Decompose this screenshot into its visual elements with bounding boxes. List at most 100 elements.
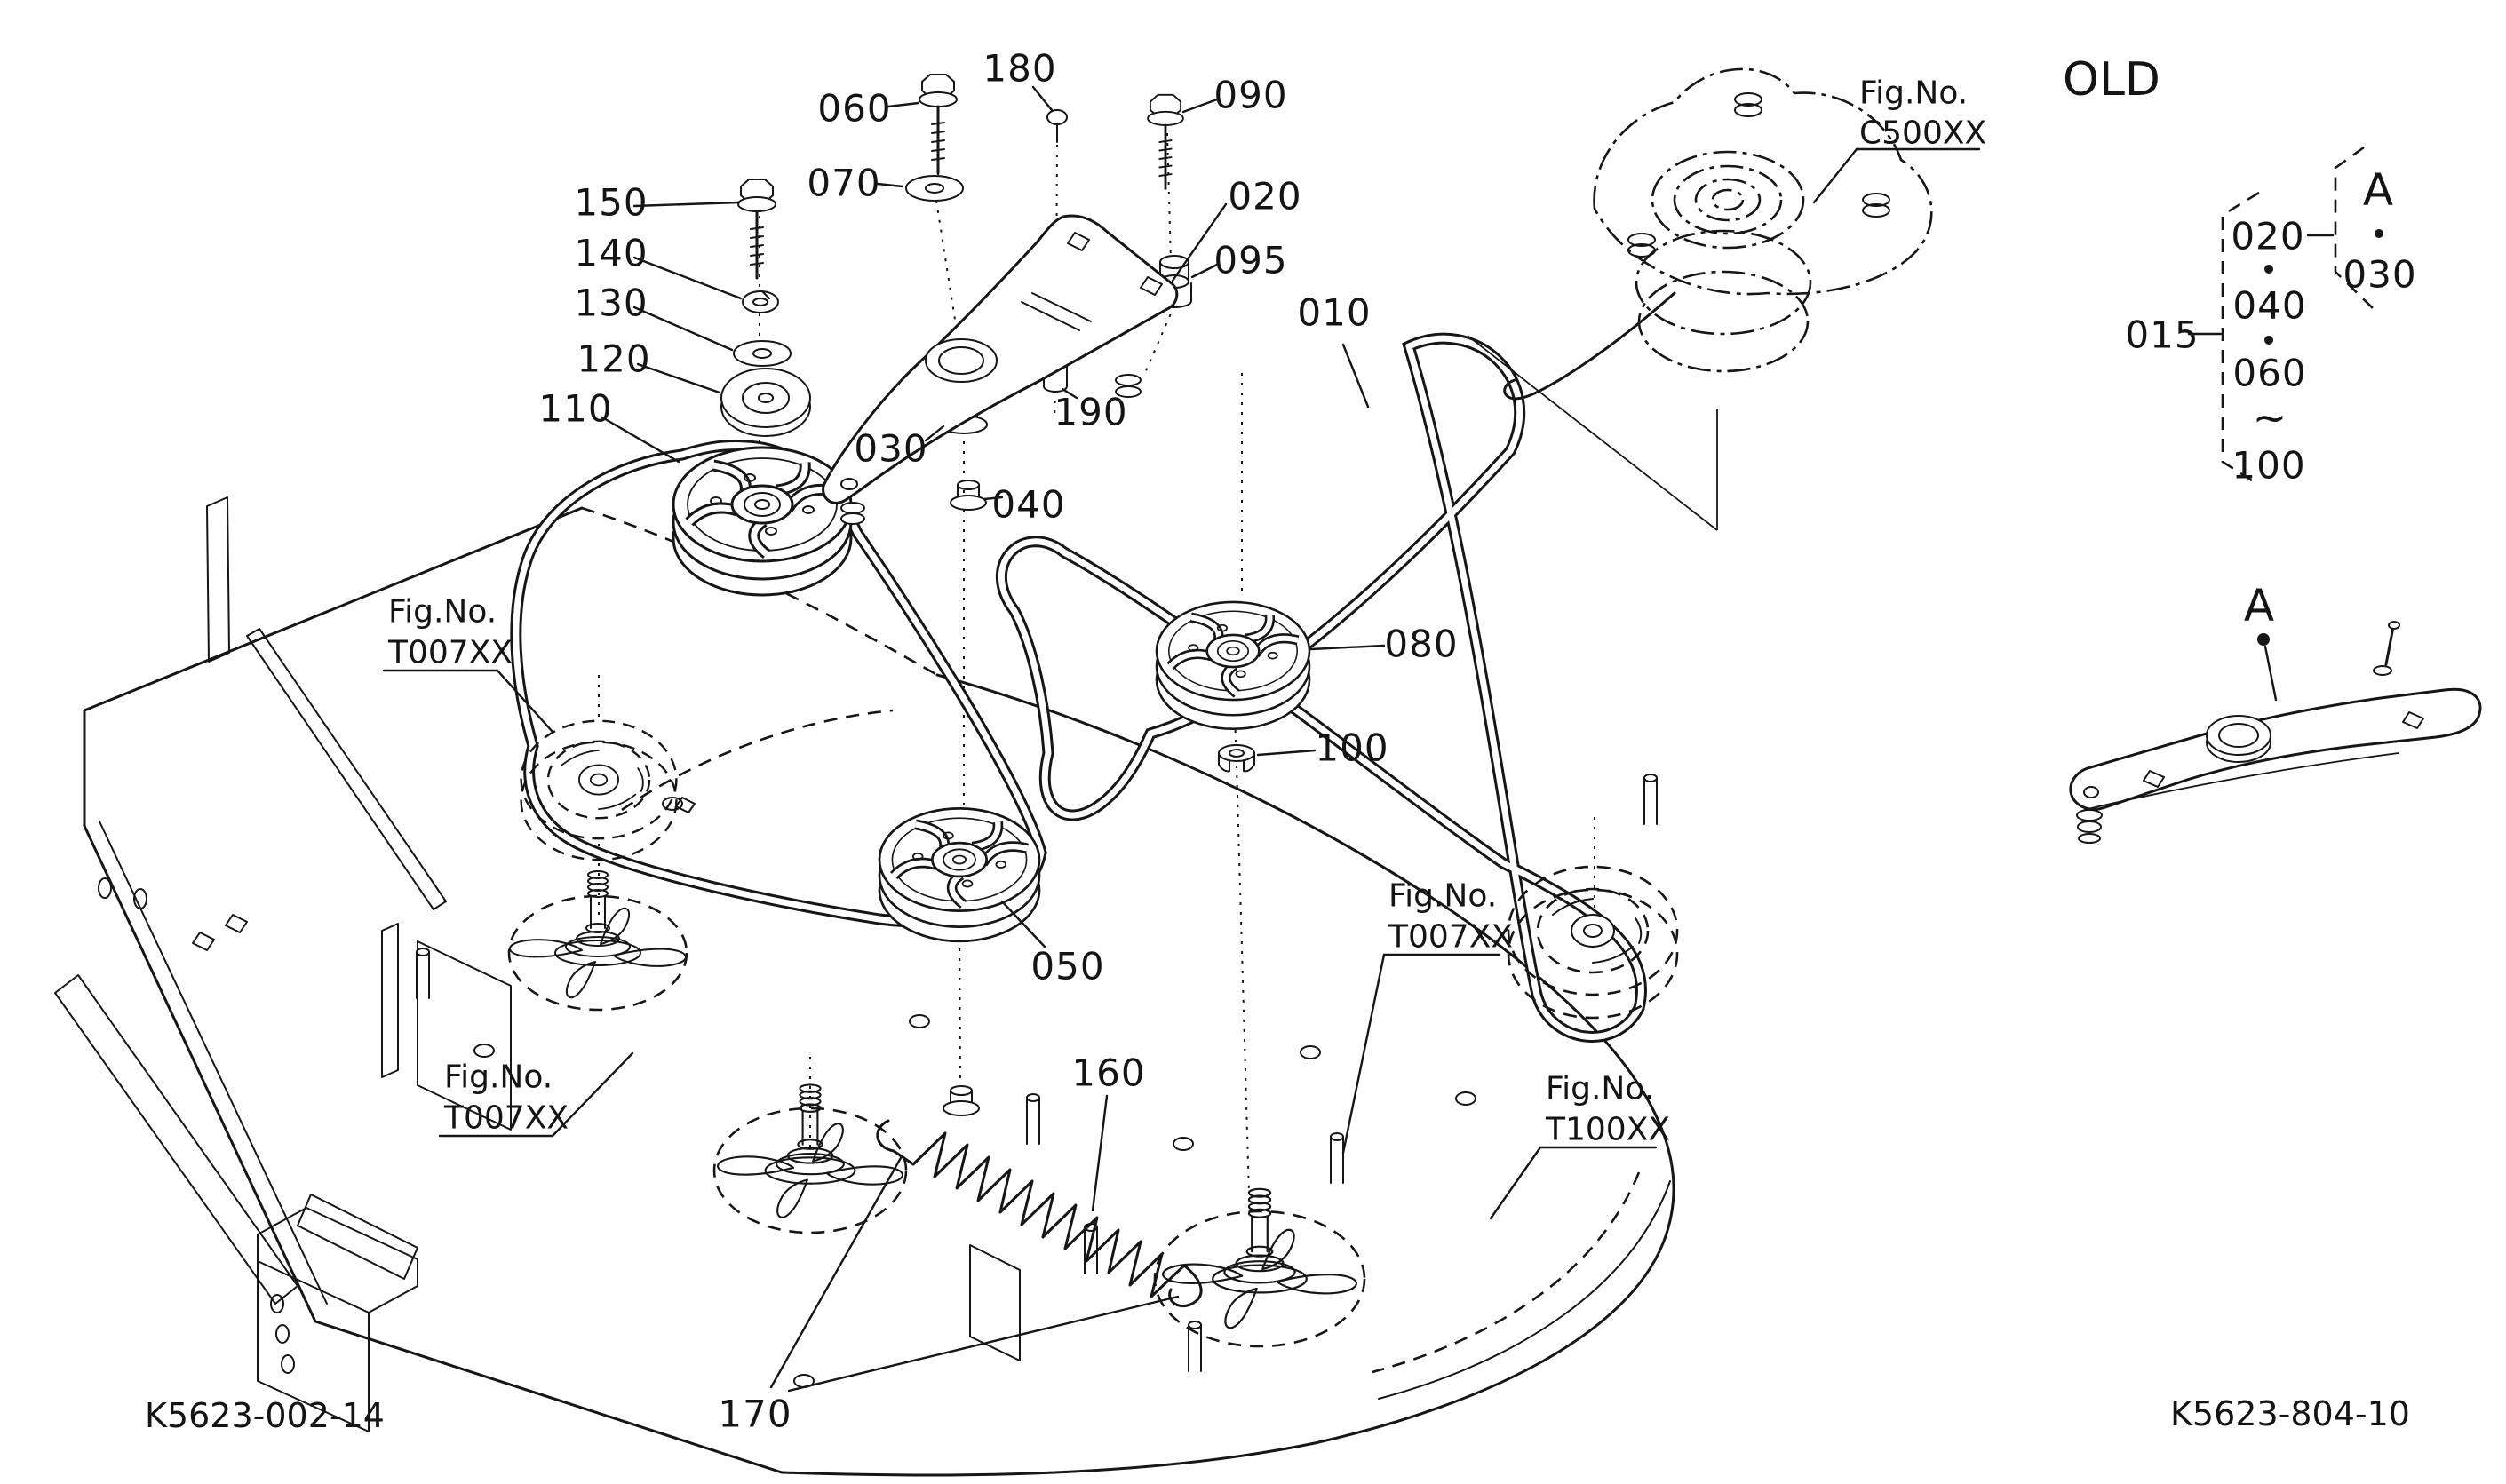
bracket-stud — [1115, 374, 1142, 386]
callout-095: 095 — [1213, 239, 1287, 282]
screw-180 — [1046, 109, 1068, 143]
washer-070 — [905, 175, 964, 202]
spring-anchor-bushing — [943, 1085, 980, 1116]
pto-belt-010 — [996, 332, 1647, 1043]
mower-deck — [54, 496, 1675, 1477]
spindle-phantom-right — [1153, 1210, 1366, 1348]
old-title: OLD — [2063, 53, 2160, 107]
pulley-050 — [879, 808, 1039, 940]
fig-ref-spindle-left: Fig.No. T007XX — [382, 594, 554, 734]
deck-hole — [662, 797, 683, 811]
deck-hole — [473, 1044, 495, 1058]
old-branch-030: 030 — [2343, 253, 2416, 297]
tension-arm-bracket-020 — [822, 214, 1179, 525]
deck-rear-fin — [206, 496, 230, 663]
deck-cutout-arc — [621, 709, 894, 812]
bushing-040 — [950, 480, 987, 511]
deck-stud — [1026, 1093, 1040, 1145]
bolt-090 — [1146, 93, 1185, 190]
spindle-right — [1161, 1187, 1358, 1329]
deck-square-hole — [225, 914, 248, 933]
old-item-range: ~ — [2253, 393, 2287, 441]
spindle-left — [508, 870, 688, 999]
callout-130: 130 — [574, 282, 648, 325]
fig-prefix: Fig.No. — [388, 594, 497, 631]
callout-110: 110 — [538, 387, 612, 431]
fig-prefix: Fig.No. — [1388, 878, 1497, 915]
spindle-phantom-center — [712, 1107, 908, 1234]
blade-spindles — [507, 870, 1366, 1348]
deck-back-edge — [83, 506, 584, 712]
projection-line — [1467, 335, 1718, 531]
callout-090: 090 — [1213, 74, 1287, 117]
fig-number: T007XX — [443, 1100, 569, 1137]
drawing-code-left: K5623-002-14 — [145, 1396, 385, 1435]
old-branch-bracket — [2334, 146, 2375, 310]
deck-hole — [909, 1014, 930, 1028]
old-item-100: 100 — [2232, 444, 2305, 488]
deck-stud — [1330, 1132, 1344, 1184]
callout-150: 150 — [574, 181, 648, 225]
deck-stud — [1084, 1223, 1098, 1274]
deck-square-hole — [675, 797, 696, 813]
discharge-chute-hidden-edge — [1372, 1171, 1641, 1374]
callout-100: 100 — [1315, 726, 1388, 770]
callout-180: 180 — [983, 47, 1056, 91]
deck-hole — [1173, 1137, 1194, 1151]
baffle-plate-left — [381, 923, 399, 1078]
pulley-110 — [673, 448, 851, 595]
fig-prefix: Fig.No. — [444, 1059, 553, 1096]
spring-washer-140 — [742, 290, 779, 313]
front-center-fin — [969, 1244, 1021, 1361]
fig-number: T100XX — [1545, 1112, 1670, 1148]
detail-a-bracket — [2069, 621, 2482, 844]
old-dot — [2264, 265, 2273, 274]
detail-a-marker: A — [2244, 580, 2274, 631]
callout-070: 070 — [807, 162, 880, 205]
old-item-040: 040 — [2232, 284, 2306, 328]
fig-number: T007XX — [387, 635, 513, 671]
bracket-pin — [2384, 625, 2395, 666]
callout-190: 190 — [1054, 391, 1127, 434]
electric-clutch — [1467, 67, 1933, 531]
deck-front-thickness — [99, 821, 328, 1305]
callout-060: 060 — [817, 87, 891, 131]
fig-ref-spindle-center: Fig.No. T007XX — [438, 1051, 634, 1138]
baffle-stud — [416, 948, 430, 999]
deck-right-lobe — [780, 673, 1675, 1477]
fig-ref-spindle-right: Fig.No. T007XX — [1341, 878, 1513, 1155]
pulley-080 — [1157, 602, 1309, 729]
callout-010: 010 — [1297, 291, 1371, 335]
spindle-phantom-left — [507, 894, 688, 1012]
pto-belt-010-inner — [998, 335, 1644, 1040]
callout-040: 040 — [991, 483, 1065, 527]
deck-side-hole — [98, 877, 112, 899]
callout-140: 140 — [574, 232, 648, 275]
discharge-chute-edge — [1378, 1180, 1671, 1400]
tension-spring — [876, 1119, 1203, 1308]
hitch-bracket — [257, 1194, 418, 1432]
pulley-120-flat — [720, 368, 811, 437]
old-item-060: 060 — [2232, 352, 2306, 395]
fig-number: C500XX — [1859, 115, 1986, 152]
deck-hole — [1300, 1045, 1321, 1059]
deck-hole — [1455, 1091, 1476, 1106]
baffle-plate-right — [417, 940, 512, 1131]
washer-130 — [733, 340, 792, 367]
fig-ref-deck: Fig.No. T100XX — [1489, 1071, 1670, 1220]
deck-side-hole — [133, 888, 147, 909]
fig-number: T007XX — [1388, 919, 1513, 956]
bolt-060 — [918, 73, 959, 175]
callout-030: 030 — [854, 427, 927, 471]
callout-080: 080 — [1384, 623, 1458, 666]
old-dot — [2264, 336, 2273, 345]
fig-prefix: Fig.No. — [1546, 1071, 1654, 1107]
callout-050: 050 — [1030, 945, 1104, 988]
callout-020: 020 — [1228, 175, 1301, 218]
old-group-bracket — [2221, 191, 2260, 486]
clutch-wire — [1503, 291, 1676, 401]
bracket-pivot-peg — [840, 502, 865, 514]
deck-diagonal-baffle — [246, 628, 447, 910]
